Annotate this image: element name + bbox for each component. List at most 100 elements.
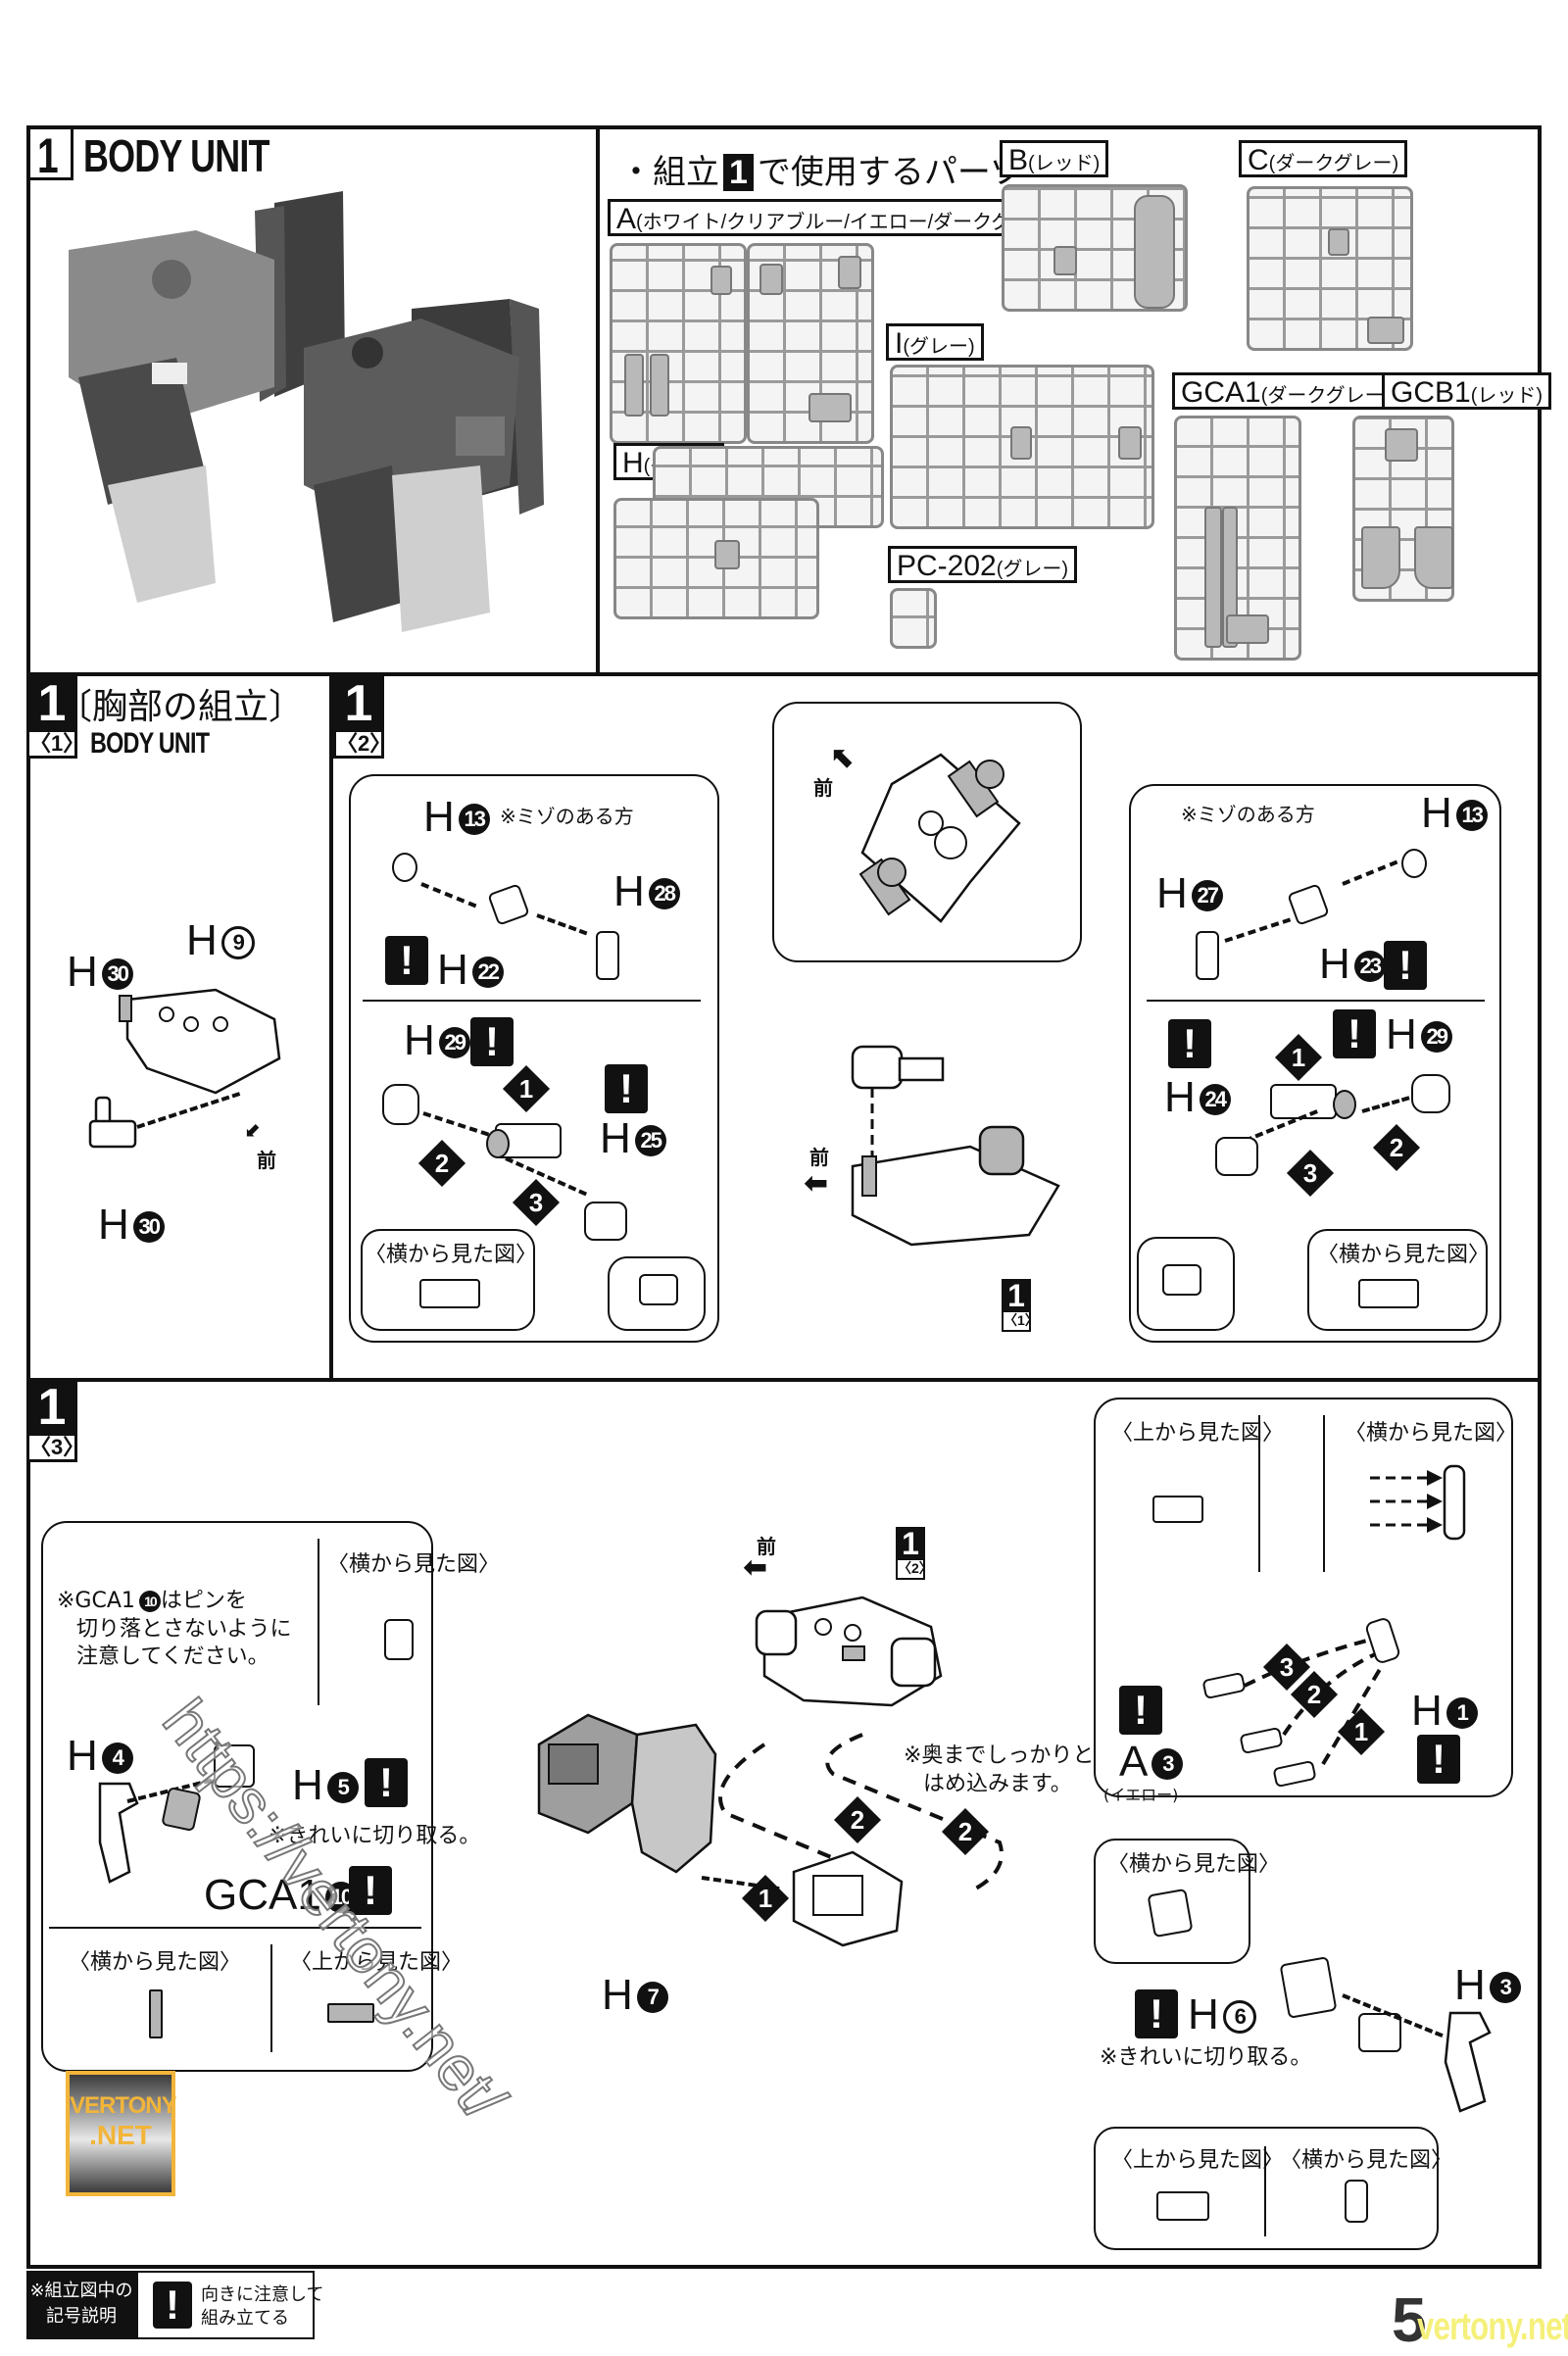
cut-note-right: ※きれいに切り取る。 — [1100, 2045, 1312, 2070]
step-diamond-2-center-b: 2 — [941, 1807, 990, 1856]
front-label-main: 前 — [809, 1146, 829, 1169]
warning-icon-h6: ! — [1135, 1989, 1178, 2038]
runner-i — [890, 365, 1154, 529]
chest-frame-diagram — [119, 988, 281, 1095]
side-view-part-right — [1358, 1279, 1419, 1308]
h25-part-left — [584, 1202, 627, 1241]
h5-part — [214, 1744, 255, 1788]
warning-icon-h22: ! — [385, 936, 428, 985]
left-panel-divider — [363, 1000, 701, 1002]
right-top-inset-divider-b — [1323, 1415, 1325, 1572]
step-diamond-2-right: 2 — [1372, 1123, 1421, 1172]
photo-body-left — [69, 191, 345, 603]
side-view-gca-part — [149, 1989, 163, 2038]
step-1-3-number: 1 — [26, 1380, 77, 1435]
parts-step-badge: 1 — [723, 154, 754, 191]
groove-note-left: ※ミゾのある方 — [500, 805, 634, 828]
h25-view-part-left — [639, 1274, 678, 1305]
runner-label-gca1: GCA1(ダークグレー) — [1172, 372, 1400, 410]
top-view-title-bottom: 〈上から見た図〉 — [1111, 2148, 1285, 2173]
a3-color-label: (イエロー) — [1103, 1786, 1179, 1804]
step-diamond-2-right: 2 — [1290, 1670, 1339, 1719]
warning-icon-a3: ! — [1119, 1686, 1162, 1735]
joint-assembly-right — [1270, 1084, 1337, 1119]
h30-peg-diagram — [88, 1096, 137, 1149]
top-view-a3-part — [1152, 1496, 1203, 1523]
side-view-a3-arrows — [1370, 1464, 1466, 1541]
a3-stack-part — [1358, 2013, 1401, 2052]
header-step-number: 1 — [37, 128, 59, 183]
right-top-inset-divider-a — [1258, 1415, 1260, 1572]
chest-shell-diagram — [537, 1713, 717, 1874]
top-view-bottom-part — [1156, 2191, 1209, 2221]
top-view-title-1-3-lower: 〈上から見た図〉 — [290, 1950, 464, 1975]
runner-c — [1247, 186, 1413, 351]
step-diamond-2-left: 2 — [417, 1139, 466, 1188]
ref-step-sub: 〈1〉 — [1002, 1310, 1039, 1332]
step-diamond-2-center-a: 2 — [833, 1795, 882, 1844]
top-divider — [596, 125, 600, 676]
step-diamond-3-right: 3 — [1286, 1149, 1335, 1198]
page-title: BODY UNIT — [83, 130, 270, 181]
warning-icon-h5: ! — [365, 1758, 408, 1807]
side-view-h6-part — [1147, 1888, 1194, 1939]
h24-view-part-right — [1162, 1264, 1201, 1296]
middle-divider — [329, 676, 333, 1382]
side-view-part-left — [419, 1279, 480, 1308]
front-label-1-1: 前 — [257, 1149, 276, 1172]
runner-a-2 — [747, 243, 874, 444]
side-view-title-1-3-left: 〈横から見た図〉 — [327, 1552, 501, 1577]
chest-assembly-diagram — [851, 1045, 1060, 1247]
right-panel-divider — [1147, 1000, 1485, 1002]
side-view-title-right-top: 〈横から見た図〉 — [1345, 1421, 1518, 1446]
top-view-panel — [772, 702, 1082, 962]
ref-step-sub-1-3: 〈2〉 — [896, 1558, 933, 1580]
step-1-1-sub: 〈1〉 — [26, 729, 84, 759]
runner-b — [1002, 184, 1188, 312]
runner-label-b: B(レッド) — [1000, 140, 1109, 177]
cut-note-left: ※きれいに切り取る。 — [269, 1824, 481, 1848]
shoulder-block-diagram — [792, 1850, 904, 1947]
runner-label-i: I(グレー) — [886, 323, 984, 361]
front-indicator-top: ⬉ — [831, 741, 857, 775]
photo-body-right — [304, 299, 544, 632]
runner-label-gcb1: GCB1(レッド) — [1382, 372, 1552, 410]
warning-icon-h25: ! — [605, 1064, 648, 1113]
top-view-gca-part — [327, 2003, 374, 2023]
front-indicator-1-3: ⬅ — [743, 1550, 768, 1585]
bottom-views-divider — [1264, 2146, 1266, 2236]
watermark-logo: VERTONY .NET — [66, 2071, 177, 2196]
legend-warning-icon: ! — [153, 2282, 192, 2329]
runner-pc202 — [890, 588, 937, 649]
runner-h-2 — [613, 498, 819, 619]
top-view-title-right: 〈上から見た図〉 — [1111, 1421, 1285, 1446]
legend-body-box — [136, 2271, 315, 2339]
h3-part-diagram — [1444, 2011, 1492, 2113]
h6-part — [1279, 1956, 1338, 2019]
runner-label-c: C(ダークグレー) — [1239, 140, 1408, 177]
step-1-1-number: 1 — [26, 676, 77, 731]
side-view-title-1-3-lower: 〈横から見た図〉 — [69, 1950, 242, 1975]
side-view-title-left: 〈横から見た図〉 — [365, 1243, 538, 1267]
front-label-1-3: 前 — [757, 1535, 776, 1558]
runner-a — [610, 243, 747, 444]
warning-icon-h1: ! — [1417, 1735, 1460, 1784]
legend-heading-box: ※組立図中の 記号説明 — [26, 2271, 136, 2339]
h29-part-right — [1411, 1074, 1450, 1113]
ring-left — [486, 1129, 510, 1158]
h13-ring-right — [1401, 849, 1427, 878]
runner-label-a: A(ホワイト/クリアブルー/イエロー/ダークグレー) — [608, 199, 1066, 236]
runner-label-pc202: PC-202(グレー) — [888, 546, 1078, 583]
step-diamond-3-left: 3 — [512, 1178, 561, 1227]
warning-icon-h29-left: ! — [470, 1017, 514, 1066]
h29-part-left — [382, 1084, 419, 1125]
